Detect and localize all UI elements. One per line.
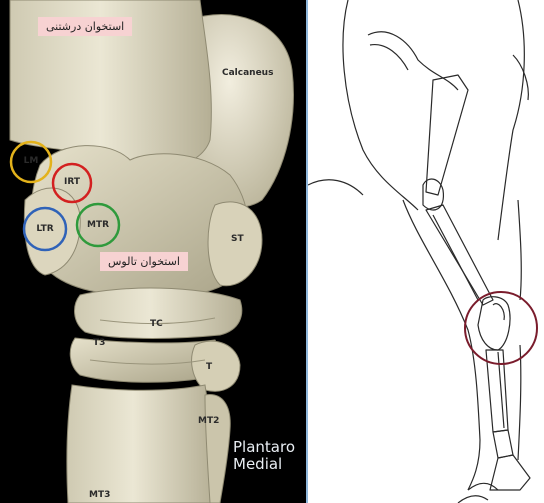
- view-label-line1: Plantaro: [233, 439, 295, 456]
- hock-highlight-circle: [465, 292, 537, 364]
- view-label: Plantaro Medial: [233, 439, 295, 473]
- landmark-circles: [0, 0, 306, 503]
- ltr-circle-label: LTR: [25, 224, 65, 234]
- lm-circle-label: LM: [11, 156, 51, 166]
- view-label-line2: Medial: [233, 456, 295, 473]
- mtr-circle-label: MTR: [78, 220, 118, 230]
- hindlimb-line-drawing: [308, 0, 544, 503]
- irt-circle-label: IRT: [52, 177, 92, 187]
- hindlimb-sketch-panel: [308, 0, 544, 503]
- ct-hock-panel: استخوان درشتنی استخوان تالوس Calcaneus S…: [0, 0, 306, 503]
